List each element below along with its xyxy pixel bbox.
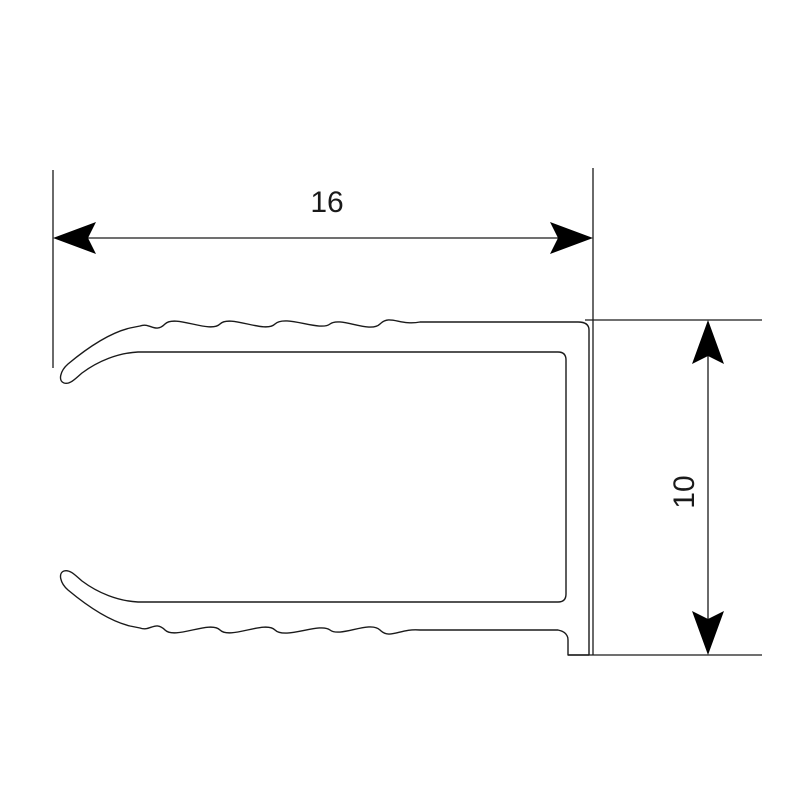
height-arrow-bottom	[692, 611, 724, 655]
height-arrow-top	[692, 320, 724, 364]
profile-outer-contour	[59, 319, 590, 656]
width-arrow-right	[550, 222, 593, 254]
height-dimension-label: 10	[668, 475, 701, 508]
width-dimension-label: 16	[310, 186, 343, 219]
width-arrow-left	[53, 222, 96, 254]
